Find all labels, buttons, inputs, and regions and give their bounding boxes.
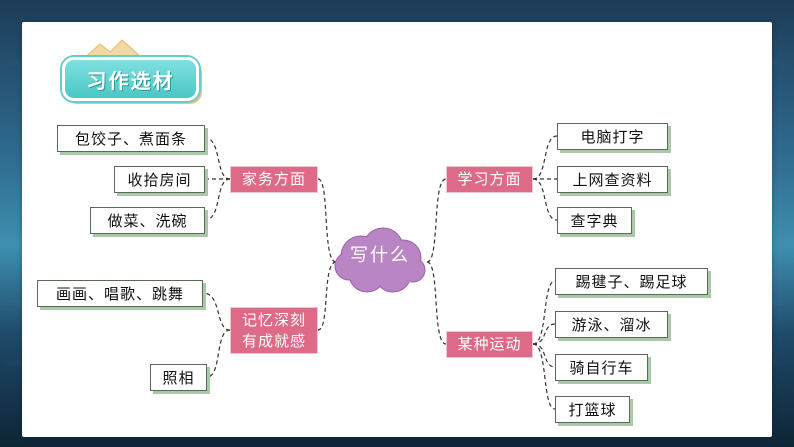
leaf-search-online: 上网查资料 xyxy=(557,166,668,193)
leaf-computer-typing: 电脑打字 xyxy=(557,123,668,150)
leaf-dictionary: 查字典 xyxy=(557,207,632,234)
leaf-cycling: 骑自行车 xyxy=(555,354,648,381)
leaf-shuttlecock-football: 踢毽子、踢足球 xyxy=(555,268,708,295)
leaf-swim-skate: 游泳、溜冰 xyxy=(555,311,668,338)
branch-memorable-line2: 有成就感 xyxy=(241,331,306,350)
leaf-dumplings-noodles: 包饺子、煮面条 xyxy=(57,125,205,152)
leaf-cook-wash-dishes: 做菜、洗碗 xyxy=(90,207,205,234)
branch-memorable-line1: 记忆深刻 xyxy=(241,310,306,329)
leaf-draw-sing-dance: 画画、唱歌、跳舞 xyxy=(37,280,203,307)
cloud-shape xyxy=(334,227,426,293)
leaf-tidy-room: 收拾房间 xyxy=(114,166,205,193)
section-title-badge: 习作选材 xyxy=(62,57,199,101)
center-topic: 写什么 xyxy=(350,245,410,266)
branch-housework: 家务方面 xyxy=(230,166,318,193)
leaf-photo: 照相 xyxy=(150,364,207,391)
leaf-basketball: 打篮球 xyxy=(555,396,630,423)
section-title: 习作选材 xyxy=(86,68,175,93)
branch-study: 学习方面 xyxy=(446,166,533,193)
branch-memorable: 记忆深刻 有成就感 xyxy=(230,307,318,354)
branch-sports: 某种运动 xyxy=(446,331,533,358)
